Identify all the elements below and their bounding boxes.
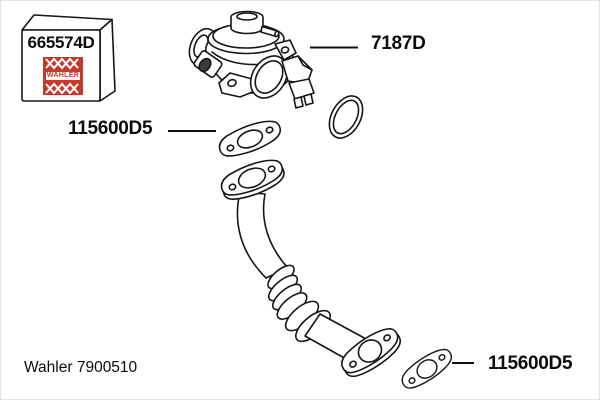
pipe-top-flange [216, 153, 289, 207]
egr-pipe-drawing [216, 153, 407, 384]
connector-prong-left [293, 96, 304, 109]
valve-tab-bolt-hole [280, 46, 290, 54]
callout-label-lower-gasket: 115600D5 [488, 353, 573, 374]
upper-gasket-drawing [214, 114, 286, 163]
pipe-upper-tube [236, 191, 289, 279]
callout-label-upper-gasket: 115600D5 [68, 118, 153, 139]
vacuum-nipple-end [274, 30, 280, 38]
connector-block-edge [297, 55, 313, 71]
valve-outlet-bore [254, 60, 284, 94]
pipe-bottom-flange [335, 321, 407, 384]
o-ring-drawing [328, 95, 364, 139]
callout-label-valve: 7187D [371, 33, 426, 54]
wahler-logo: WAHLER [43, 57, 83, 95]
footer-reference: Wahler 7900510 [24, 359, 138, 376]
egr-valve-drawing [188, 10, 315, 109]
connector-prong-right [303, 93, 314, 106]
valve-cap-top [236, 12, 258, 21]
box-part-number: 665574D [27, 33, 95, 52]
logo-zigzag-top [45, 57, 79, 70]
lower-gasket-drawing [396, 342, 457, 395]
connector-block [281, 55, 313, 85]
logo-wordmark: WAHLER [45, 70, 81, 81]
valve-port-bore [198, 57, 212, 73]
logo-zigzag-bottom [45, 82, 79, 95]
valve-foot-bolt-hole [227, 78, 237, 88]
connector-collar [288, 78, 315, 100]
